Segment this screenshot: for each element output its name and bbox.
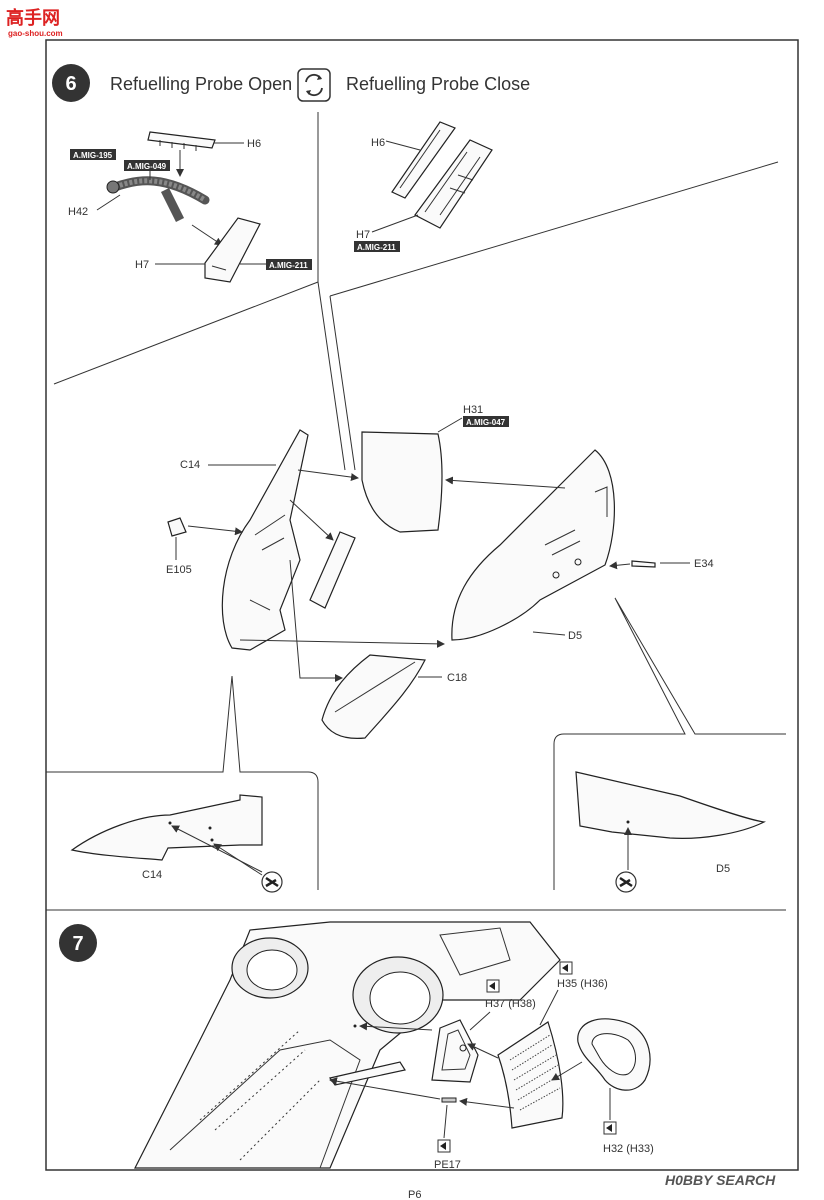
step-6: 6 Refuelling Probe Open Refuelling Probe…: [46, 64, 786, 893]
part-h7-close: [414, 139, 493, 229]
paint-tag-047: [463, 416, 509, 427]
label-c14: C14: [180, 459, 200, 471]
paint-mig-047: A.MIG-047: [466, 418, 506, 427]
step-7: 7 H37 (H38): [59, 921, 654, 1171]
part-e105: [167, 517, 187, 537]
part-c14: [221, 429, 309, 651]
part-pe17: [441, 1097, 457, 1103]
step-6-badge: [52, 64, 90, 102]
detail-right: D5: [553, 597, 786, 893]
detail-c14-part: [70, 794, 263, 861]
probe-close-assembly: H6 H7 A.MIG-211: [354, 121, 493, 252]
drill-hole-icon-right: [615, 871, 637, 893]
paint-tag-049: [124, 160, 170, 171]
label-h32: H32 (H33): [603, 1143, 654, 1155]
part-h31: [361, 431, 443, 533]
paint-mig-211-open: A.MIG-211: [269, 261, 308, 270]
paint-mig-049: A.MIG-049: [127, 162, 167, 171]
swap-icon: [297, 68, 331, 102]
part-h6-close: [391, 121, 456, 199]
part-h42-probe: [106, 176, 210, 223]
detail-d5-part: [575, 771, 766, 839]
nose-assembly: H31 A.MIG-047 C14 E105 D5: [166, 404, 714, 740]
part-h35: [497, 1021, 564, 1129]
part-h7-open: [204, 217, 261, 283]
label-h6-open: H6: [247, 138, 261, 150]
step-7-badge: [59, 924, 97, 962]
label-h7-close: H7: [356, 229, 370, 241]
part-h37: [431, 1019, 479, 1083]
part-c18: [321, 654, 426, 740]
label-h31: H31: [463, 404, 483, 416]
callout-line-mid-b: [329, 295, 356, 471]
label-e34: E34: [694, 558, 714, 570]
probe-open-assembly: H6 H42 A.MIG-195 A.MIG-049 H7: [68, 131, 312, 283]
watermark-brand: H0BBY SEARCH: [665, 1172, 776, 1188]
label-e105: E105: [166, 564, 192, 576]
label-h6-close: H6: [371, 137, 385, 149]
callout-line-mid-a: [317, 281, 346, 471]
fuselage-underside: [134, 921, 561, 1169]
label-pe17: PE17: [434, 1159, 461, 1171]
label-h7-open: H7: [135, 259, 149, 271]
step-6-title-close: Refuelling Probe Close: [346, 74, 530, 94]
site-watermark: 高手网 gao-shou.com: [6, 7, 63, 38]
black-fill-icon-h37: [486, 979, 500, 993]
step-6-number: 6: [65, 73, 76, 95]
step-6-title-open: Refuelling Probe Open: [110, 74, 292, 94]
part-h32: [577, 1018, 651, 1091]
label-detail-d5: D5: [716, 863, 730, 875]
part-probe-fairing: [309, 531, 356, 609]
page-number: P6: [408, 1189, 421, 1200]
watermark-site-name: 高手网: [6, 7, 60, 28]
callout-line-left: [53, 281, 319, 385]
page-frame: [45, 39, 799, 1171]
label-h37: H37 (H38): [485, 998, 536, 1010]
black-fill-icon-h35: [559, 961, 573, 975]
callout-line-right: [329, 161, 779, 297]
black-fill-icon-pe17: [437, 1139, 451, 1153]
part-h6-open: [147, 131, 216, 151]
paint-tag-195: [70, 149, 116, 160]
part-e34: [631, 560, 656, 568]
detail-left: C14: [46, 675, 319, 893]
paint-tag-211-open: [266, 259, 312, 270]
paint-mig-195: A.MIG-195: [73, 151, 113, 160]
black-fill-icon-h32: [603, 1121, 617, 1135]
part-d5: [451, 449, 615, 641]
label-h42: H42: [68, 206, 88, 218]
step-7-number: 7: [72, 933, 83, 955]
paint-tag-211-close: [354, 241, 400, 252]
drill-hole-icon: [261, 871, 283, 893]
label-d5: D5: [568, 630, 582, 642]
paint-mig-211-close: A.MIG-211: [357, 243, 396, 252]
label-h35: H35 (H36): [557, 978, 608, 990]
label-detail-c14: C14: [142, 869, 162, 881]
watermark-site-url: gao-shou.com: [8, 29, 63, 38]
label-c18: C18: [447, 672, 467, 684]
